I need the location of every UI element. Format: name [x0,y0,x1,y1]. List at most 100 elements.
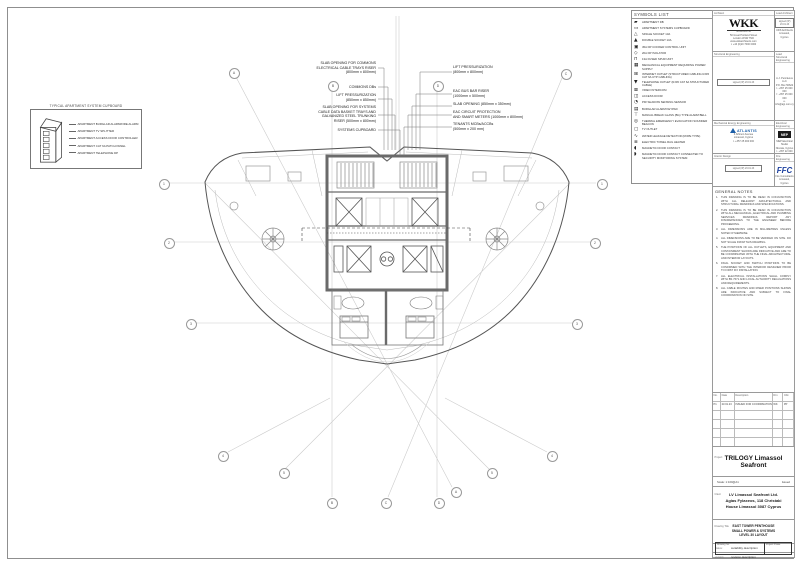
drawing-number-cell: Drawing No. [717,543,730,546]
revision-cell [783,420,794,429]
tv-outlet-icon: ▢ [634,127,639,133]
plan-annotation: COMMONS DBs [349,85,376,89]
grid-bubble: 3 [185,318,197,330]
telephone-outlet-icon: ▼ [634,79,638,85]
symbol-label: MECHANICAL EQUIPMENT REQUIRING POWER SUP… [642,63,706,71]
lower-arcs [343,341,431,363]
revision-cell: WK [772,402,784,411]
symbol-row: ▣45A DP COOKER CONTROL UNIT [634,45,710,51]
note-number: 8. [716,287,719,290]
grid-bubble: 4 [546,450,558,462]
symbol-label: APARTMENT SYSTEMS CUPBOARD [642,25,690,30]
revision-cell [713,411,722,420]
legend-title: TYPICAL APARTMENT SYSTEM CUPBOARD [49,104,123,108]
symbol-row: ▢TV OUTLET [634,128,710,133]
grid-bubble: C [560,68,572,80]
atlantis-triangle-icon [730,128,737,133]
symbol-row: △SINGLE SOCKET 13A [634,32,710,38]
text-line: Fire Consultants [775,175,794,178]
lower-apartments [331,289,444,346]
text-line: 3 Athinon Avenue [733,133,754,136]
apartment-db-icon: ▰ [634,19,638,25]
note-text: THIS DRAWING IS TO BE READ IN CONJUNCTIO… [721,196,791,206]
interior-box: Interior Design signed (IP) 23.01.23 [712,153,775,187]
symbol-label: APARTMENT DB [642,19,664,24]
legend-label: APARTMENT TV SPLITTER [77,129,115,134]
plan-annotation: SLAB OPENING FOR COMMONS ELECTRICAL CABL… [316,61,376,75]
symbol-row: ⊓ 13A FUSED SPUR UNIT [634,57,710,63]
grid-bubble: B [327,80,339,92]
symbol-label: TELEPHONE OUTLET (RJ45 CAT 6A STRUCTURED… [642,79,710,87]
symbol-label: BURGLAR ALARM KEYPAD [642,106,678,111]
legend-item: APARTMENT CAT 6A PATCH PANEL [69,144,139,148]
text-line: P.O. Box 50622 [775,83,794,87]
revision-cell [721,420,735,429]
spiral-stairs [261,227,509,251]
text-line: Nicosia, Cyprus [775,146,794,150]
atlantis-logo: ATLANTIS [737,128,757,133]
mechanical-box: Mechanical Energy Engineering ATLANTIS 3… [712,120,775,154]
towel-rail-icon: ≣ [634,139,638,145]
access-door-icon: ◫ [634,94,639,100]
note-text: ALL DIMENSIONS ARE IN MILLIMETRES UNLESS… [721,228,791,235]
grid-bubble: D [432,80,444,92]
internet-outlet-icon: ⊞ [634,71,638,77]
isolator-icon: ◇ [634,50,638,56]
electrical-box: Electrical Engineering MEP MEP Electrica… [774,120,795,154]
note-item: 8.ALL CABLE ROUTES AND RISER POSITIONS S… [716,287,791,298]
grid-bubble: 5 [278,467,290,479]
single-socket-icon: △ [634,32,638,38]
text-line: SMALL POWER & SYSTEMS [731,528,776,533]
video-intercom-icon: ⊠ [634,87,638,93]
revision-cell: PP [783,402,794,411]
revision-cell [734,411,773,420]
revision-cell: P1 [713,402,722,411]
pir-sensor-icon: ◔ [634,100,639,106]
wkk-logo: WKK [728,16,759,30]
general-notes-title: GENERAL NOTES [715,189,753,194]
symbol-label: 13A FUSED SPUR UNIT [642,57,673,62]
project-name: TRILOGY Limassol Seafront [724,455,783,469]
symbol-label: ACCESS DOOR [642,94,663,99]
note-item: 1.THIS DRAWING IS TO BE READ IN CONJUNCT… [716,196,791,207]
text-line: Limassol, Cyprus [779,178,790,185]
symbol-row: ▲DOUBLE SOCKET 13A [634,39,710,44]
note-text: FINAL SOCKET AND SWITCH POSITIONS TO BE … [721,262,791,272]
revision-row [713,429,794,438]
symbol-row: ◫ACCESS DOOR [634,94,710,100]
legend-label: APARTMENT CAT 6A PATCH PANEL [77,143,126,148]
signature-stamp: signed (IP) 23.01.23 [717,79,770,86]
text-line: 50 Great Portland Street [729,33,758,37]
symbol-label: MANUAL BREAK GLASS (BG) TYPE ALARM BELL [642,112,707,117]
plan-annotation: TENANTS MCBs/ACCBs (500mm x 200 mm) [453,122,494,131]
grid-bubble: A [450,486,462,498]
demise-dashed-lines [301,227,471,243]
symbol-row: ◔PIR SHADOW SENSING SENSOR [634,101,710,106]
note-text: ALL CABLE ROUTES AND RISER POSITIONS SHO… [721,287,791,297]
text-line: t. +357 22 000 000 [776,149,793,153]
architect-header: Architect [713,11,774,16]
fused-spur-icon: ⊓ [634,57,638,63]
cupboard-isometric-icon [39,118,63,163]
revision-cell [734,420,773,429]
text-line: Limassol, Cyprus [733,136,754,140]
grid-bubble: C [380,497,392,509]
project-phase-cell: Project Phase [764,543,791,554]
leader-line [69,145,76,147]
scale-row: Scale: 1:100@A1 Issued [713,477,794,487]
grid-bubble: 1 [158,178,170,190]
door-contact-security-icon: ◗ [634,152,637,158]
note-text: THIS DRAWING IS TO BE READ IN CONJUNCTIO… [721,208,791,226]
symbol-row: ▼ TELEPHONE OUTLET (RJ45 CAT 6A STRUCTURE… [634,79,710,87]
revision-cell [713,420,722,429]
leader-line [69,152,76,154]
text-line: www.wkkarchitects.com [730,40,757,43]
version-value: revision description [731,555,756,559]
revision-cell [783,411,794,420]
